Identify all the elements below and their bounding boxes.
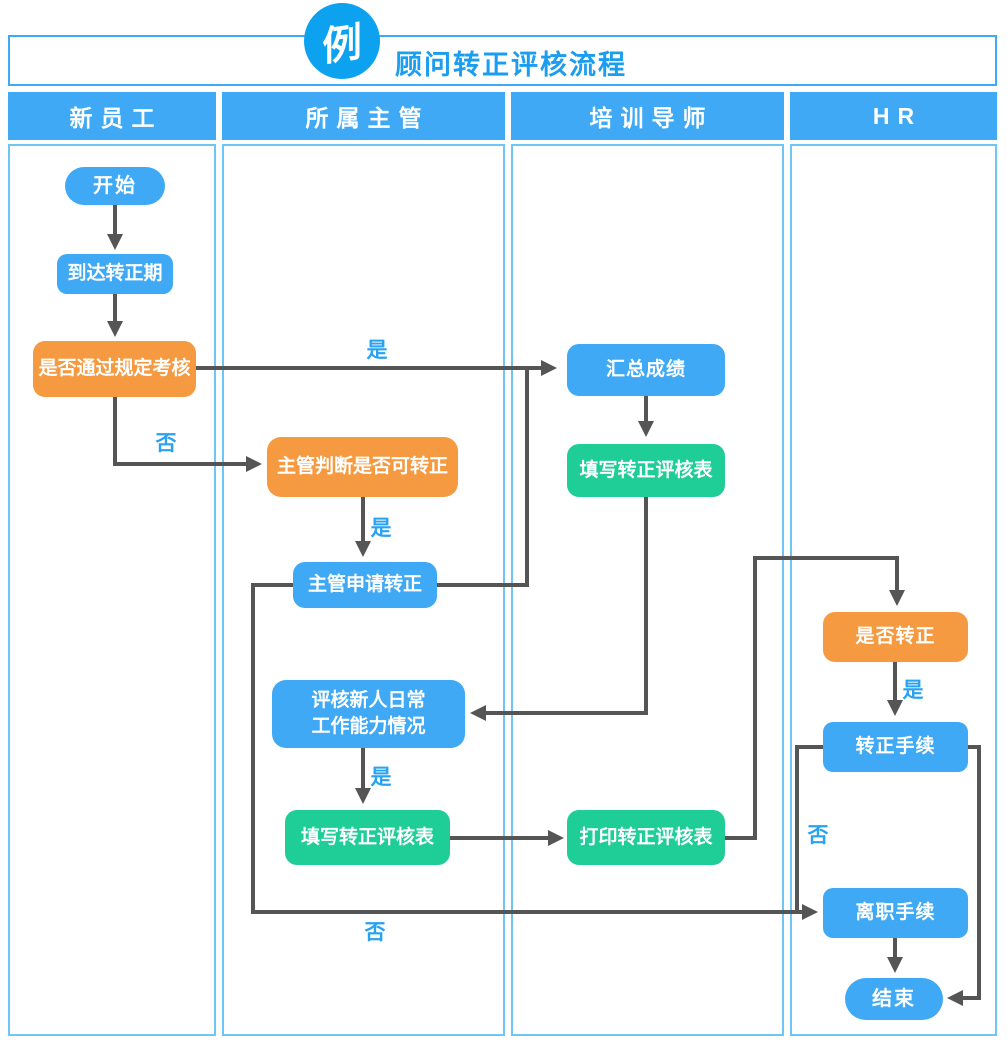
node-evaluate-daily-line1: 评核新人日常: [311, 690, 426, 712]
node-end[interactable]: 结束: [845, 978, 943, 1020]
edge-apply-merge-to-summarize: [437, 368, 529, 587]
edge-print-to-is-regularized: [725, 556, 905, 840]
node-is-regularized[interactable]: 是否转正: [823, 612, 968, 662]
edge-label-pass-exam-no: 否: [155, 432, 177, 455]
edge-label-evaluate-yes: 是: [370, 766, 392, 789]
node-regularization-procedure[interactable]: 转正手续: [823, 722, 968, 772]
node-supervisor-judge-label: 主管判断是否可转正: [276, 456, 448, 478]
node-is-regularized-label: 是否转正: [855, 626, 936, 648]
node-pass-exam[interactable]: 是否通过规定考核: [33, 341, 196, 397]
node-start[interactable]: 开始: [65, 167, 165, 205]
node-pass-exam-label: 是否通过规定考核: [38, 358, 191, 380]
node-regularization-procedure-label: 转正手续: [855, 736, 936, 758]
lane-body-training-mentor: [511, 144, 784, 1036]
node-start-label: 开始: [93, 174, 137, 197]
node-evaluate-daily[interactable]: 评核新人日常 工作能力情况: [272, 680, 465, 748]
example-badge-text: 例: [322, 20, 362, 71]
lane-body-new-employee: [8, 144, 216, 1036]
node-evaluate-daily-line2: 工作能力情况: [311, 716, 426, 737]
node-fill-form-supervisor[interactable]: 填写转正评核表: [285, 810, 450, 865]
node-fill-form-mentor-label: 填写转正评核表: [579, 459, 713, 481]
node-print-form-label: 打印转正评核表: [579, 826, 713, 848]
edge-regproc-no-to-resign: [795, 745, 823, 910]
edge-label-pass-exam-yes: 是: [366, 339, 388, 362]
page-title: 顾问转正评核流程: [395, 50, 627, 80]
node-reach-period-label: 到达转正期: [67, 263, 163, 285]
node-supervisor-apply-label: 主管申请转正: [307, 574, 422, 596]
lane-header-hr: HR: [790, 92, 997, 140]
node-fill-form-supervisor-label: 填写转正评核表: [300, 826, 434, 848]
title-bar: [8, 35, 997, 86]
node-summarize-scores[interactable]: 汇总成绩: [567, 344, 725, 396]
edge-label-is-regularized-yes: 是: [902, 679, 924, 702]
node-resignation-procedure-label: 离职手续: [855, 902, 936, 924]
node-summarize-scores-label: 汇总成绩: [605, 359, 686, 381]
node-fill-form-mentor[interactable]: 填写转正评核表: [567, 444, 725, 497]
edge-fill-mentor-to-evaluate: [470, 497, 648, 721]
lane-body-hr: [790, 144, 997, 1036]
node-supervisor-judge[interactable]: 主管判断是否可转正: [267, 437, 458, 497]
edge-regproc-to-end: [947, 745, 981, 1006]
lane-header-supervisor: 所属主管: [222, 92, 505, 140]
lane-header-training-mentor: 培训导师: [511, 92, 784, 140]
node-reach-period[interactable]: 到达转正期: [57, 254, 173, 294]
edge-label-regproc-no: 否: [807, 824, 829, 847]
node-supervisor-apply[interactable]: 主管申请转正: [293, 562, 437, 608]
node-resignation-procedure[interactable]: 离职手续: [823, 888, 968, 938]
node-end-label: 结束: [872, 987, 916, 1010]
lane-header-new-employee: 新员工: [8, 92, 216, 140]
example-badge: 例: [304, 3, 380, 79]
edge-pass-exam-no-to-judge: [113, 397, 262, 472]
lane-body-supervisor: [222, 144, 505, 1036]
node-print-form[interactable]: 打印转正评核表: [567, 810, 725, 865]
edge-apply-no-to-resign: [251, 583, 818, 920]
edge-label-apply-no: 否: [364, 921, 386, 944]
edge-label-judge-yes: 是: [370, 517, 392, 540]
